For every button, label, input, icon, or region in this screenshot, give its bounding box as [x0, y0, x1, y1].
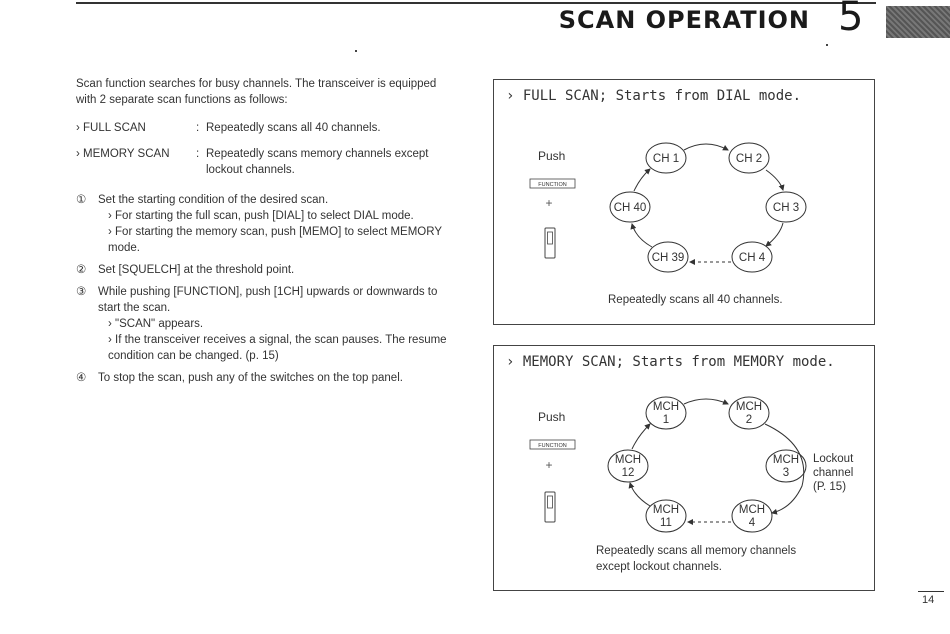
channel-number: 2 [746, 414, 752, 426]
scan-arrow [765, 222, 784, 247]
chapter-number: 5 [838, 0, 864, 40]
push-label: Push [538, 149, 565, 163]
lockout-page-ref: (P. 15) [813, 481, 846, 493]
step-text: Set the starting condition of the desire… [98, 194, 329, 206]
channel-switch-icon [544, 491, 556, 523]
channel-node [645, 499, 687, 533]
scan-arrow [765, 169, 785, 191]
channel-node [728, 142, 770, 174]
definition-desc: Repeatedly scans all 40 channels. [206, 122, 381, 134]
switch-lever-icon [547, 231, 553, 245]
print-speck [355, 50, 357, 52]
memory-scan-caption: Repeatedly scans all memory channels exc… [596, 543, 796, 575]
chapter-tab [886, 6, 950, 38]
header-rule [76, 2, 876, 4]
full-scan-box: › FULL SCAN; Starts from DIAL mode. Push… [493, 79, 875, 325]
footer-rule [918, 591, 944, 592]
step-number: ① [76, 194, 87, 206]
definition-memory-scan: › MEMORY SCAN : Repeatedly scans memory … [76, 146, 458, 178]
full-scan-caption: Repeatedly scans all 40 channels. [608, 294, 783, 306]
channel-number: 1 [663, 414, 669, 426]
instructions-column: Scan function searches for busy channels… [76, 76, 458, 392]
definition-desc: Repeatedly scans memory channels except … [206, 148, 429, 176]
plus-sign: + [545, 196, 552, 210]
channel-node [607, 449, 649, 483]
step-number: ④ [76, 372, 87, 384]
memory-scan-title: › MEMORY SCAN; Starts from MEMORY mode. [506, 354, 835, 370]
print-speck [826, 44, 828, 46]
definition-separator: : [196, 122, 200, 134]
scan-arrow [633, 168, 651, 192]
step-note: › For starting the memory scan, push [ME… [108, 226, 442, 254]
channel-number: 4 [749, 517, 756, 529]
function-key-icon [529, 439, 576, 450]
lockout-skip-arrow [764, 423, 805, 515]
page-title: SCAN OPERATION [558, 6, 810, 34]
channel-node [645, 396, 687, 430]
step-text: To stop the scan, push any of the switch… [98, 372, 403, 384]
step-4: ④ To stop the scan, push any of the swit… [76, 370, 458, 386]
channel-node [731, 241, 773, 273]
full-scan-diagram: Push FUNCTION + CH 1 CH 2 CH 3 CH 4 CH 3… [529, 142, 807, 273]
channel-label: CH 40 [614, 202, 647, 214]
channel-label: MCH [653, 401, 679, 413]
function-key-label: FUNCTION [538, 443, 566, 449]
function-key-label: FUNCTION [538, 182, 566, 188]
definition-term: › FULL SCAN [76, 122, 146, 134]
channel-switch-icon [544, 227, 556, 259]
function-key-icon [529, 178, 576, 189]
step-number: ② [76, 264, 87, 276]
definition-term: › MEMORY SCAN [76, 148, 170, 160]
plus-sign: + [545, 458, 552, 472]
channel-label: CH 39 [652, 252, 685, 264]
scan-arrow [683, 143, 729, 151]
channel-node [645, 142, 687, 174]
step-number: ③ [76, 286, 87, 298]
channel-label: MCH [739, 504, 765, 516]
channel-label: MCH [653, 504, 679, 516]
channel-label: MCH [773, 454, 799, 466]
channel-label: CH 1 [653, 153, 679, 165]
caption-line: Repeatedly scans all memory channels [596, 545, 797, 557]
memory-scan-diagram: Push FUNCTION + MCH 1 MCH 2 MCH 3 MCH [529, 396, 854, 533]
step-note: › "SCAN" appears. [108, 318, 204, 330]
channel-node-lockout [765, 449, 807, 483]
step-text: Set [SQUELCH] at the threshold point. [98, 264, 295, 276]
push-label: Push [538, 410, 565, 424]
channel-number: 3 [783, 467, 789, 479]
lockout-label: Lockout [813, 453, 854, 465]
channel-label: MCH [615, 454, 641, 466]
step-note: › If the transceiver receives a signal, … [108, 334, 447, 362]
lockout-label: channel [813, 467, 853, 479]
step-2: ② Set [SQUELCH] at the threshold point. [76, 262, 458, 278]
memory-scan-box: › MEMORY SCAN; Starts from MEMORY mode. … [493, 345, 875, 591]
scan-arrow [630, 223, 653, 248]
channel-number: 11 [660, 517, 672, 529]
channel-node [647, 241, 689, 273]
channel-label: MCH [736, 401, 762, 413]
full-scan-title: › FULL SCAN; Starts from DIAL mode. [506, 88, 802, 104]
switch-lever-icon [547, 495, 553, 509]
definition-separator: : [196, 148, 200, 160]
step-note: › For starting the full scan, push [DIAL… [108, 210, 414, 222]
channel-label: CH 3 [773, 202, 799, 214]
step-1: ① Set the starting condition of the desi… [76, 192, 458, 256]
intro-paragraph: Scan function searches for busy channels… [76, 78, 437, 106]
caption-line: except lockout channels. [596, 561, 722, 573]
step-text: While pushing [FUNCTION], push [1CH] upw… [98, 286, 438, 314]
scan-arrow [683, 398, 729, 405]
channel-node [765, 191, 807, 223]
channel-label: CH 2 [736, 153, 762, 165]
page-number: 14 [922, 594, 935, 606]
channel-label: CH 4 [739, 252, 766, 264]
scan-arrow [631, 423, 651, 450]
channel-number: 12 [622, 467, 635, 479]
definition-full-scan: › FULL SCAN : Repeatedly scans all 40 ch… [76, 120, 458, 136]
scan-arrow [628, 482, 651, 507]
channel-node [609, 191, 651, 223]
channel-node [731, 499, 773, 533]
channel-node [728, 396, 770, 430]
step-3: ③ While pushing [FUNCTION], push [1CH] u… [76, 284, 458, 364]
